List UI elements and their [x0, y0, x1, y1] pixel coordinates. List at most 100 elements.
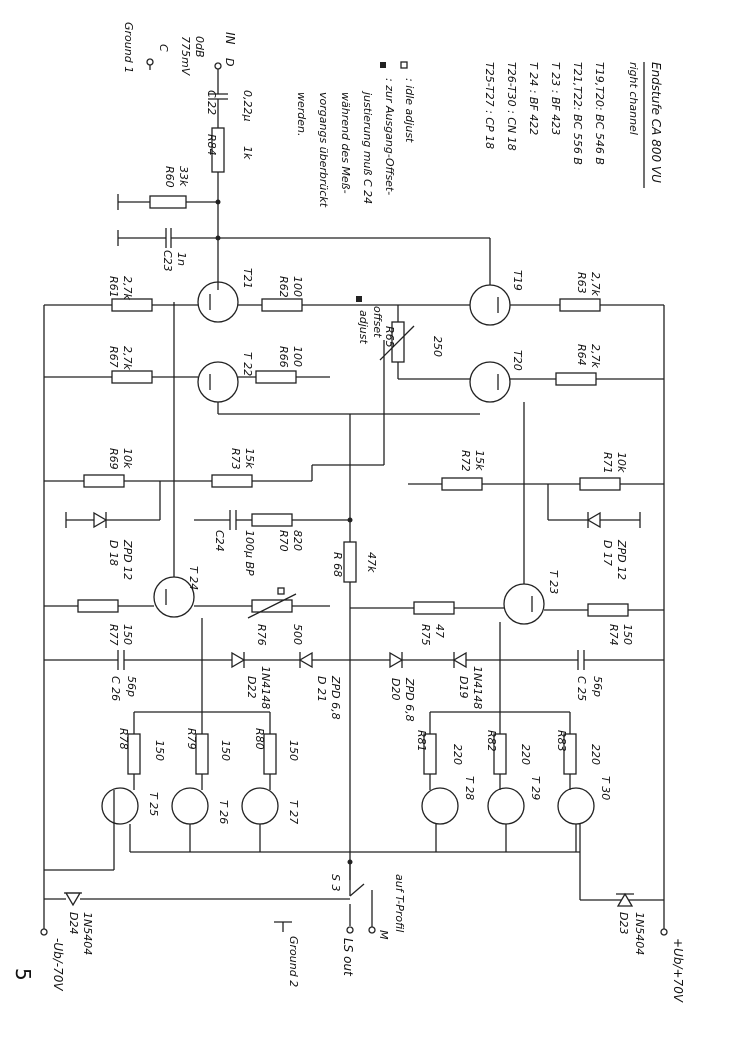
t20-transistor: [469, 361, 511, 403]
d17-value: ZPD 12: [615, 539, 628, 580]
r76-ref: R76: [255, 624, 268, 646]
r65-ref: R65: [383, 326, 396, 348]
r69-resistor: [83, 474, 125, 488]
c22-value: 0,22µ: [241, 90, 254, 122]
ls-out-terminal: [346, 926, 354, 934]
r64-resistor: [555, 372, 597, 386]
t30-mosfet: [557, 787, 595, 825]
r71-ref: R71: [601, 452, 614, 474]
d21-ref: D 21: [315, 676, 328, 702]
d20-zener: [389, 651, 404, 669]
r68-value: 47k: [365, 552, 378, 573]
d19-value: 1N4148: [471, 666, 484, 709]
input-stage: T21 2,7k R61 100 R62 T 22 2,7k R67 100 R…: [44, 237, 664, 415]
d21-value: ZPD 6,8: [329, 675, 342, 720]
r73-ref: R73: [229, 448, 242, 470]
d17-zener: [586, 511, 601, 529]
t27-label: T 27: [287, 800, 300, 824]
input-terminal: [214, 62, 222, 70]
d24-ref: D24: [67, 912, 80, 934]
r63-ref: R63: [575, 272, 588, 294]
r77-ref: R77: [107, 624, 120, 646]
input-label: IN: [223, 32, 237, 45]
header-block: Endstufe CA 800 VU right channel T19,T20…: [483, 62, 663, 188]
t27-mosfet: [241, 787, 279, 825]
c24-value: 100µ BP: [243, 530, 256, 576]
diode-row: 56p C 26 1N4148 D22 ZPD 6,8 D 21 ZPD 6,8…: [44, 650, 664, 722]
d23-value: 1N5404: [633, 912, 646, 955]
r71-resistor: [579, 477, 621, 491]
idle-marker: [400, 61, 408, 69]
c25-ref: C 25: [575, 676, 588, 701]
ground1-terminal: [146, 58, 154, 66]
r75-resistor: [413, 601, 455, 615]
t28-label: T 28: [463, 776, 476, 800]
r60-resistor: [149, 195, 187, 209]
t25-label: T 25: [147, 792, 160, 816]
r61-value: 2,7k: [121, 276, 134, 300]
c25-value: 56p: [591, 676, 604, 697]
r77-resistor: [77, 599, 119, 613]
c24-ref: C24: [213, 530, 226, 552]
t23-transistor: [503, 583, 545, 625]
transistor-list-1: T19,T20: BC 546 B: [593, 62, 606, 165]
d23-ref: D23: [617, 912, 630, 934]
d17-ref: D 17: [601, 540, 614, 566]
ground-c: C: [157, 44, 170, 52]
t23-label: T 23: [547, 570, 560, 594]
d24-diode: [64, 892, 82, 907]
r73-resistor: [211, 474, 253, 488]
level-mv: 775mV: [179, 36, 192, 77]
r62-resistor: [261, 298, 303, 312]
t19-transistor: [469, 284, 511, 326]
note-offset-5: werden.: [295, 92, 308, 137]
r61-resistor: [111, 298, 153, 312]
m-label: M: [377, 930, 390, 940]
r76-value: 500: [291, 624, 304, 645]
r62-value: 100: [291, 276, 304, 297]
note-idle: : idle adjust: [403, 78, 416, 143]
t20-label: T20: [511, 350, 524, 371]
d23-diode: [616, 892, 634, 907]
d20-ref: D20: [389, 678, 402, 700]
c23-value: 1n: [175, 252, 188, 266]
r75-ref: R75: [419, 624, 432, 646]
r72-resistor: [441, 477, 483, 491]
r66-value: 100: [291, 346, 304, 367]
r63-value: 2,7k: [589, 272, 602, 296]
r83-value: 220: [589, 744, 602, 765]
schematic-title: Endstufe CA 800 VU: [649, 62, 663, 183]
offset-adjust-1: offset: [371, 306, 384, 338]
level-db: 0dB: [193, 36, 206, 58]
vpos-terminal: [660, 928, 668, 936]
r64-value: 2,7k: [589, 344, 602, 368]
r74-resistor: [587, 603, 629, 617]
vneg-label: -Ub/-70V: [51, 938, 65, 991]
input-section: IN D 0dB 775mV C Ground 1 0,22µ C 22 1k …: [117, 22, 254, 272]
t24-label: T 24: [187, 566, 200, 590]
t19-label: T19: [511, 270, 524, 291]
r69-ref: R69: [107, 448, 120, 470]
r81-value: 220: [451, 744, 464, 765]
t25-mosfet: [101, 787, 139, 825]
r66-resistor: [255, 370, 297, 384]
d19-ref: D19: [457, 676, 470, 698]
r76-idle-marker: [277, 587, 285, 595]
offset-adjust-marker: [356, 296, 362, 302]
transistor-list-3: T 23 : BF 423: [549, 62, 562, 135]
r73-value: 15k: [243, 448, 256, 469]
r84-value: 1k: [241, 146, 254, 160]
r62-ref: R62: [277, 276, 290, 298]
t28-mosfet: [421, 787, 459, 825]
r68-ref: R 68: [331, 552, 344, 577]
r72-ref: R72: [459, 450, 472, 472]
t29-label: T 29: [529, 776, 542, 800]
r60-ref: R60: [163, 166, 176, 188]
r74-value: 150: [621, 624, 634, 645]
r67-ref: R67: [107, 346, 120, 368]
r61-ref: R61: [107, 276, 120, 298]
bias-stage: 10k R69 ZPD 12 D 18 15k R73 15k R72 10k …: [44, 340, 664, 880]
r70-value: 820: [291, 530, 304, 551]
c22-ref: C 22: [205, 90, 218, 115]
s3-label: S 3: [329, 874, 342, 891]
